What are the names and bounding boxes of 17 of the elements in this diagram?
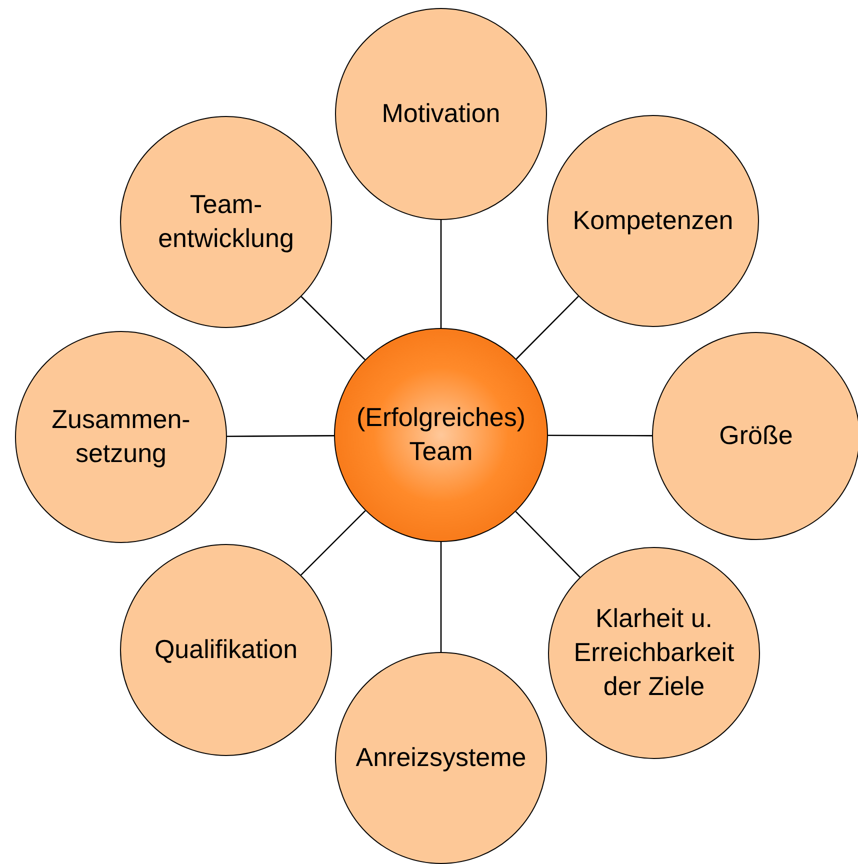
node-label: Anreizsysteme (354, 741, 528, 774)
connector-line (515, 511, 580, 578)
node-label: Motivation (380, 97, 502, 130)
connector-line (227, 435, 334, 437)
node-label: Team- entwicklung (157, 188, 295, 255)
node-label: Zusammen- setzung (50, 403, 192, 470)
connector-line (300, 510, 366, 576)
node-label: Größe (718, 419, 794, 452)
connector-line (440, 542, 442, 652)
node-label: Klarheit u. Erreichbarkeit der Ziele (572, 602, 736, 703)
node-label: Qualifikation (153, 633, 299, 666)
connector-line (440, 220, 442, 328)
connector-line (548, 434, 652, 436)
connector-line (300, 296, 366, 360)
node-label: Kompetenzen (572, 204, 734, 238)
connector-line (516, 296, 579, 360)
node-label: (Erfolgreiches) Team (355, 401, 527, 468)
